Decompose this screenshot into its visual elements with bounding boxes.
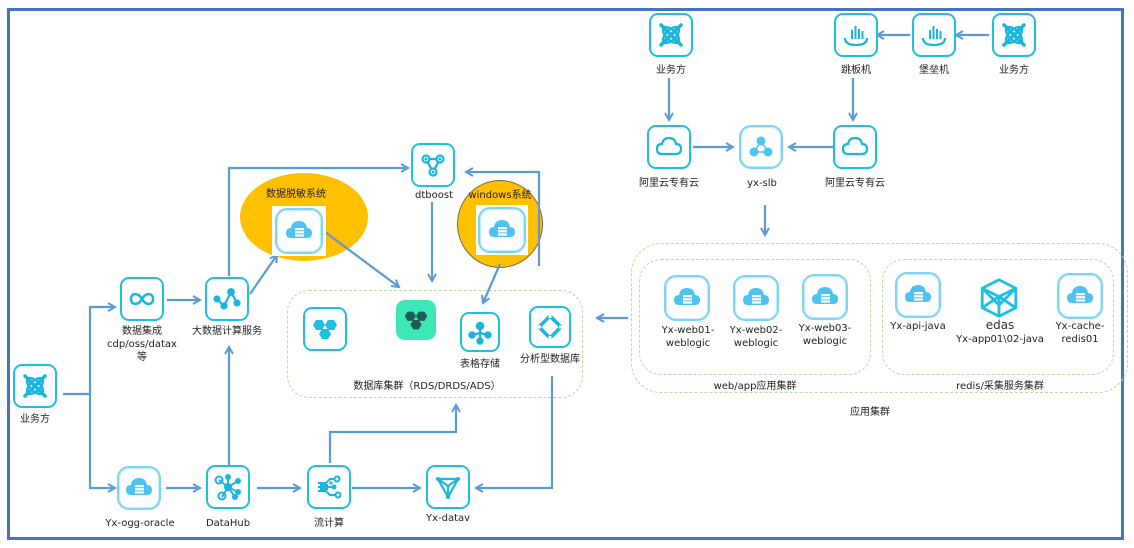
datav-node[interactable] bbox=[426, 465, 470, 509]
bastion-label: 堡垒机 bbox=[919, 65, 949, 76]
biz-left-label: 业务方 bbox=[20, 414, 50, 425]
biz-top2-label: 业务方 bbox=[999, 65, 1029, 76]
cloud-server-icon bbox=[1067, 286, 1093, 303]
jump-server-node[interactable] bbox=[834, 13, 878, 57]
hexagon-cluster-dark-icon bbox=[404, 311, 428, 330]
aliyun-private2-node[interactable] bbox=[833, 125, 877, 169]
edas-title: edas bbox=[985, 318, 1015, 332]
cube-outline-icon bbox=[980, 278, 1018, 318]
bigdata-compute-label: 大数据计算服务 bbox=[192, 326, 262, 337]
web02-node[interactable] bbox=[733, 275, 779, 321]
hub-network-icon bbox=[214, 474, 241, 501]
cache-redis-label-1: Yx-cache- bbox=[1055, 321, 1105, 332]
data-integration-label-1: 数据集成 bbox=[122, 326, 162, 337]
data-integration-label-2: cdp/oss/datax bbox=[107, 339, 177, 350]
slb-label: yx-slb bbox=[747, 178, 777, 189]
db-drds-node[interactable] bbox=[396, 300, 436, 340]
cache-redis-node[interactable] bbox=[1057, 273, 1103, 319]
cloud-server-icon bbox=[489, 220, 515, 237]
web01-label-1: Yx-web01- bbox=[661, 325, 715, 336]
analytic-db-node[interactable] bbox=[529, 306, 571, 348]
db-cluster-group-label: 数据库集群（RDS/DRDS/ADS） bbox=[353, 381, 501, 392]
bigdata-compute-node[interactable] bbox=[205, 277, 249, 321]
web02-label-1: Yx-web02- bbox=[729, 325, 783, 336]
line-graph-icon bbox=[213, 288, 241, 310]
atom-x-icon bbox=[1002, 23, 1026, 47]
cloud-server-icon bbox=[286, 221, 312, 238]
web03-label-1: Yx-web03- bbox=[798, 323, 852, 334]
bar-chart-bowl-icon bbox=[843, 26, 869, 47]
biz-top1-label: 业务方 bbox=[656, 65, 686, 76]
data-masking-label: 数据脱敏系统 bbox=[266, 189, 326, 200]
app-cluster-group bbox=[631, 243, 1128, 393]
cloud-server-icon bbox=[905, 285, 931, 302]
edas-label: Yx-app01\02-java bbox=[956, 334, 1044, 345]
api-java-label: Yx-api-java bbox=[890, 321, 946, 332]
web-app-cluster-label: web/app应用集群 bbox=[713, 381, 797, 392]
infinity-loop-icon bbox=[129, 292, 155, 306]
aliyun-private2-label: 阿里云专有云 bbox=[825, 178, 885, 189]
cache-redis-label-2: redis01 bbox=[1061, 334, 1099, 345]
atom-x-icon bbox=[23, 374, 47, 398]
bar-chart-bowl-icon bbox=[921, 26, 947, 47]
web02-label-2: weblogic bbox=[733, 338, 779, 349]
ogg-oracle-label: Yx-ogg-oracle bbox=[105, 518, 175, 529]
api-java-node[interactable] bbox=[895, 272, 941, 318]
redis-cluster-group bbox=[882, 259, 1114, 375]
cloud-outline-icon bbox=[655, 136, 683, 156]
biz-top2-node[interactable] bbox=[992, 13, 1036, 57]
jump-server-label: 跳板机 bbox=[841, 65, 871, 76]
web01-label-2: weblogic bbox=[665, 338, 711, 349]
tree-nodes-icon bbox=[468, 321, 492, 345]
data-integration-label-3: 等 bbox=[137, 352, 147, 363]
cloud-outline-icon bbox=[841, 136, 869, 156]
app-cluster-label: 应用集群 bbox=[850, 407, 890, 418]
diamond-ring-icon bbox=[537, 314, 563, 340]
stream-compute-label: 流计算 bbox=[314, 518, 344, 529]
web03-node[interactable] bbox=[802, 274, 848, 320]
diagram-frame bbox=[7, 8, 1124, 540]
ogg-oracle-node[interactable] bbox=[117, 466, 161, 510]
triangle-graph-icon bbox=[421, 154, 445, 177]
windows-system-node[interactable] bbox=[478, 207, 526, 253]
dtboost-label: dtboost bbox=[415, 190, 453, 201]
edas-node[interactable] bbox=[978, 277, 1020, 319]
datahub-node[interactable] bbox=[206, 465, 250, 509]
biz-top1-node[interactable] bbox=[649, 13, 693, 57]
dtboost-node[interactable] bbox=[411, 143, 455, 187]
aliyun-private1-label: 阿里云专有云 bbox=[639, 178, 699, 189]
hexagon-cluster-icon bbox=[313, 320, 337, 339]
web03-label-2: weblogic bbox=[802, 336, 848, 347]
data-masking-node[interactable] bbox=[275, 208, 323, 254]
db-rds-node[interactable] bbox=[303, 307, 347, 351]
slb-node[interactable] bbox=[739, 125, 783, 169]
web-app-cluster-group bbox=[639, 259, 871, 375]
cloud-server-icon bbox=[812, 287, 838, 304]
load-balancer-icon bbox=[749, 136, 773, 157]
triangle-v-icon bbox=[436, 477, 460, 499]
redis-cluster-label: redis/采集服务集群 bbox=[956, 381, 1044, 392]
biz-left-node[interactable] bbox=[13, 364, 57, 408]
datahub-label: DataHub bbox=[205, 518, 251, 529]
datav-label: Yx-datav bbox=[425, 513, 471, 524]
aliyun-private1-node[interactable] bbox=[647, 125, 691, 169]
db-cluster-group bbox=[287, 290, 583, 398]
cloud-server-icon bbox=[674, 288, 700, 305]
cloud-server-icon bbox=[126, 478, 152, 495]
stream-circuit-icon bbox=[318, 475, 342, 499]
analytic-db-label: 分析型数据库 bbox=[520, 354, 580, 365]
windows-system-label: windows系统 bbox=[468, 190, 532, 201]
stream-compute-node[interactable] bbox=[307, 465, 351, 509]
table-store-label: 表格存储 bbox=[460, 359, 500, 370]
table-store-node[interactable] bbox=[460, 312, 500, 352]
web01-node[interactable] bbox=[664, 275, 710, 321]
atom-x-icon bbox=[659, 23, 683, 47]
data-integration-node[interactable] bbox=[120, 277, 164, 321]
cloud-server-icon bbox=[743, 288, 769, 305]
bastion-node[interactable] bbox=[912, 13, 956, 57]
